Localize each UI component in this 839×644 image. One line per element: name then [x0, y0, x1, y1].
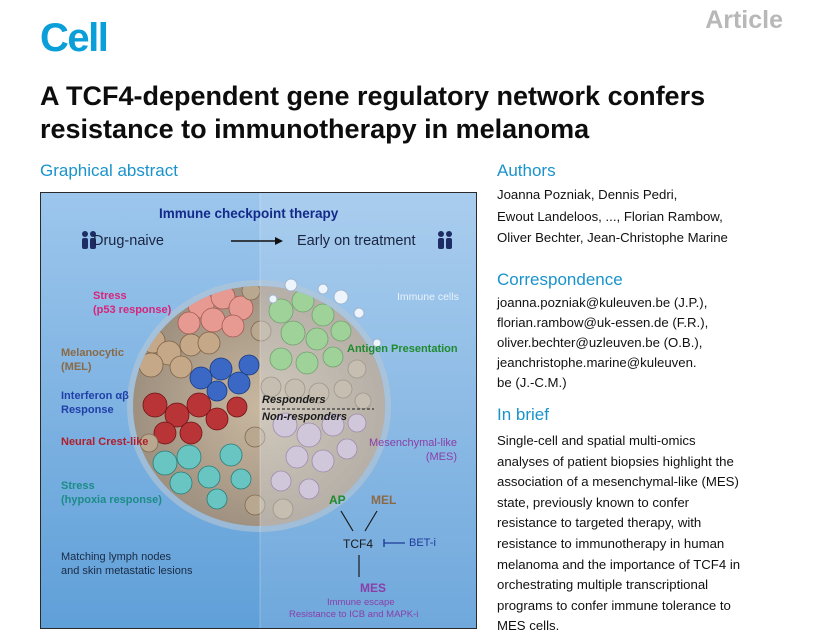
non-responders-label: Non-responders [262, 411, 347, 423]
in-brief-text: Single-cell and spatial multi-omics anal… [497, 431, 797, 637]
brief-line: resistance to targeted therapy, with [497, 515, 702, 531]
email-link[interactable]: jeanchristophe.marine@kuleuven. [497, 355, 697, 370]
tumor-illustration [41, 193, 476, 628]
state-neural-crest: Neural Crest-like [61, 436, 149, 448]
graphical-abstract-heading: Graphical abstract [40, 161, 178, 180]
state-stress-p53: Stress (p53 response) [93, 290, 172, 316]
therapy-title: Immune checkpoint therapy [159, 206, 339, 221]
email-link[interactable]: oliver.bechter@uzleuven.be (O.B.), [497, 335, 703, 350]
mes-resistance-label: Resistance to ICB and MAPK-i [289, 609, 419, 620]
state-melanocytic: Melanocytic (MEL) [61, 347, 124, 373]
author-list: Joanna Pozniak, Dennis Pedri, Ewout Land… [497, 184, 807, 249]
author-line: Oliver Bechter, Jean-Christophe Marine [497, 230, 728, 245]
mes-immune-escape-label: Immune escape [327, 597, 395, 608]
network-node-bet-inhibitor: BET-i [409, 537, 436, 549]
immune-cells [268, 278, 382, 348]
graphical-abstract-figure: Immune checkpoint therapy Drug-naive Ear… [40, 192, 477, 629]
lymph-node-note: Matching lymph nodes and skin metastatic… [61, 551, 193, 577]
authors-heading: Authors [497, 161, 556, 180]
article-type-label: Article [705, 6, 783, 34]
brief-line: analyses of patient biopsies highlight t… [497, 453, 734, 469]
email-link[interactable]: florian.rambow@uk-essen.de (F.R.), [497, 315, 709, 330]
drug-naive-people-icon [82, 231, 96, 249]
author-line: Joanna Pozniak, Dennis Pedri, [497, 187, 678, 202]
treatment-people-icon [438, 231, 452, 249]
brief-line: melanoma and the importance of TCF4 in [497, 556, 741, 572]
responders-label: Responders [262, 394, 326, 406]
in-brief-heading: In brief [497, 405, 549, 424]
correspondence-list: joanna.pozniak@kuleuven.be (J.P.), flori… [497, 293, 817, 393]
drug-naive-label: Drug-naive [93, 233, 164, 249]
state-stress-hypoxia: Stress (hypoxia response) [61, 480, 162, 506]
email-link-continued[interactable]: be (J.-C.M.) [497, 375, 567, 390]
state-mesenchymal: Mesenchymal-like (MES) [369, 437, 458, 463]
brief-line: programs to confer immune tolerance to [497, 597, 731, 613]
correspondence-heading: Correspondence [497, 270, 623, 289]
immune-cells-label: Immune cells [397, 291, 459, 303]
network-node-ap: AP [329, 493, 346, 507]
network-node-mes: MES [360, 581, 387, 595]
brief-line: orchestrating multiple transcriptional [497, 577, 709, 593]
brief-line: MES cells. [497, 618, 560, 634]
brief-line: state, previously known to confer [497, 494, 690, 510]
state-interferon: Interferon αβ Response [61, 390, 129, 416]
inhibition-arrow [383, 539, 405, 547]
brief-line: resistance to immunotherapy in human [497, 535, 725, 551]
email-link[interactable]: joanna.pozniak@kuleuven.be (J.P.), [497, 295, 708, 310]
journal-logo: Cell [40, 16, 109, 60]
network-node-tcf4: TCF4 [343, 537, 373, 551]
brief-line: Single-cell and spatial multi-omics [497, 433, 696, 448]
state-antigen-presentation: Antigen Presentation [347, 343, 458, 355]
arrow-right-icon [231, 237, 283, 245]
network-edges [340, 510, 378, 577]
network-node-mel: MEL [371, 493, 397, 507]
brief-line: association of a mesenchymal-like (MES) [497, 474, 739, 490]
article-title: A TCF4-dependent gene regulatory network… [40, 81, 706, 144]
author-line: Ewout Landeloos, ..., Florian Rambow, [497, 208, 723, 224]
early-treatment-label: Early on treatment [297, 233, 416, 249]
